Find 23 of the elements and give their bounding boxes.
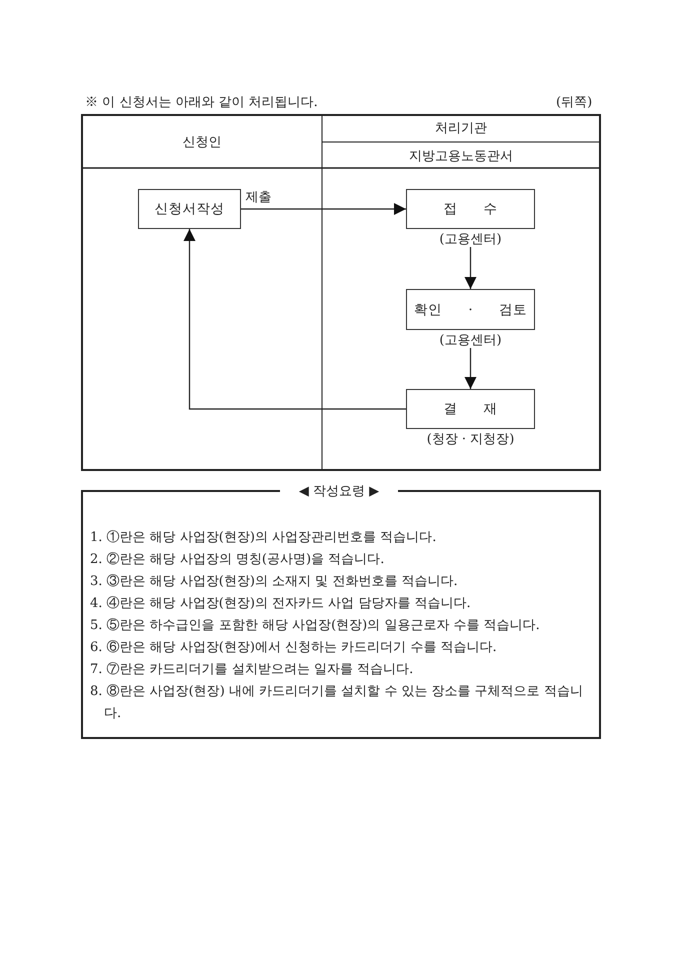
heading-text: ※ 이 신청서는 아래와 같이 처리됩니다. [85, 94, 318, 111]
box-label: 확인 · 검토 [414, 300, 527, 318]
column-header: 처리기관 [434, 120, 488, 137]
process-box [138, 189, 241, 229]
column-header: 신청인 [182, 134, 222, 151]
instruction-text: 6. ⑥란은 해당 사업장(현장)에서 신청하는 카드리더기 수를 적습니다. [90, 639, 498, 657]
caption-text: (고용센터) [438, 231, 503, 248]
box-label: 결 재 [443, 400, 498, 418]
box-label: 접 수 [443, 200, 498, 218]
caption-text: (고용센터) [438, 332, 503, 349]
edge-label: 제출 [244, 188, 274, 206]
instruction-text: 8. ⑧란은 사업장(현장) 내에 카드리더기를 설치할 수 있는 장소를 구체적으로 적습니다. [90, 683, 584, 723]
instruction-text: 4. ④란은 해당 사업장(현장)의 전자카드 사업 담당자를 적습니다. [90, 595, 472, 613]
section-heading: ◀ 작성요령 ▶ [298, 483, 380, 500]
instruction-text: 5. ⑤란은 하수급인을 포함한 해당 사업장(현장)의 일용근로자 수를 적습니다. [90, 617, 541, 635]
instruction-text: 3. ③란은 해당 사업장(현장)의 소재지 및 전화번호를 적습니다. [90, 573, 459, 591]
instruction-text: 7. ⑦란은 카드리더기를 설치받으려는 일자를 적습니다. [90, 661, 414, 679]
page-side-note: (뒤쪽) [556, 94, 592, 111]
caption-text: (청장 · 지청장) [426, 431, 516, 448]
box-label: 신청서작성 [154, 200, 224, 218]
column-header: 지방고용노동관서 [408, 148, 514, 165]
instruction-text: 2. ②란은 해당 사업장의 명칭(공사명)을 적습니다. [90, 551, 386, 569]
instruction-text: 1. ①란은 해당 사업장(현장)의 사업장관리번호를 적습니다. [90, 529, 438, 547]
